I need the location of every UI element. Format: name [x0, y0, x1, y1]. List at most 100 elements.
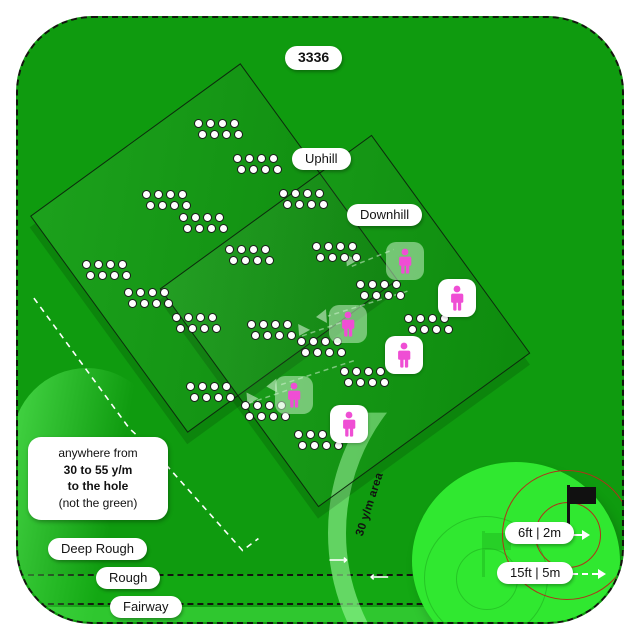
callout-line-3: to the hole: [67, 479, 129, 494]
golf-ball-icon: [324, 242, 333, 251]
golf-ball-icon: [301, 348, 310, 357]
player-marker[interactable]: [385, 336, 423, 374]
golf-ball-icon: [348, 242, 357, 251]
golf-ball-icon: [219, 224, 228, 233]
ball-cluster: [124, 288, 180, 310]
golf-ball-icon: [245, 412, 254, 421]
golf-ball-icon: [190, 393, 199, 402]
golf-ball-icon: [215, 213, 224, 222]
golf-ball-icon: [202, 393, 211, 402]
golf-ball-icon: [194, 119, 203, 128]
golf-ball-icon: [237, 165, 246, 174]
golf-ball-icon: [214, 393, 223, 402]
player-marker[interactable]: [386, 242, 424, 280]
golf-ball-icon: [191, 213, 200, 222]
golf-ball-icon: [269, 154, 278, 163]
legend-deep-rough: Deep Rough: [48, 538, 147, 561]
flag-pole: [567, 485, 570, 531]
golf-ball-icon: [444, 325, 453, 334]
golf-ball-icon: [86, 271, 95, 280]
golf-ball-icon: [364, 367, 373, 376]
golf-ball-icon: [222, 130, 231, 139]
golf-ball-icon: [82, 260, 91, 269]
golf-ball-icon: [360, 291, 369, 300]
golf-ball-icon: [352, 367, 361, 376]
golf-ball-icon: [183, 224, 192, 233]
golf-ball-icon: [94, 260, 103, 269]
golf-ball-icon: [273, 165, 282, 174]
golf-ball-icon: [122, 271, 131, 280]
corridor-arrow-right: ⟵: [370, 569, 389, 584]
golf-ball-icon: [298, 441, 307, 450]
golf-ball-icon: [313, 348, 322, 357]
golf-ball-icon: [269, 412, 278, 421]
golf-ball-icon: [261, 245, 270, 254]
golf-ball-icon: [229, 256, 238, 265]
golf-ball-icon: [98, 271, 107, 280]
golf-ball-icon: [247, 320, 256, 329]
golf-ball-icon: [249, 165, 258, 174]
golf-ball-icon: [198, 382, 207, 391]
golf-ball-icon: [279, 189, 288, 198]
golf-ball-icon: [352, 253, 361, 262]
label-uphill: Uphill: [292, 148, 351, 171]
golf-flag-icon: [559, 485, 599, 531]
ball-cluster: [194, 119, 250, 141]
ball-cluster: [294, 430, 350, 452]
player-icon: [338, 411, 360, 437]
golf-ball-icon: [253, 256, 262, 265]
callout-line-4: (not the green): [58, 495, 138, 510]
golf-ball-icon: [356, 280, 365, 289]
golf-ball-icon: [237, 245, 246, 254]
callout-line-1: anywhere from: [58, 446, 138, 460]
golf-ball-icon: [380, 378, 389, 387]
player-marker[interactable]: [438, 279, 476, 317]
golf-ball-icon: [309, 337, 318, 346]
score-badge: 3336: [285, 46, 343, 70]
golf-ball-icon: [294, 430, 303, 439]
golf-ball-icon: [124, 288, 133, 297]
golf-ball-icon: [257, 412, 266, 421]
player-marker[interactable]: [275, 376, 313, 414]
golf-ball-icon: [136, 288, 145, 297]
ball-cluster: [356, 280, 412, 302]
golf-ball-icon: [257, 154, 266, 163]
ball-cluster: [142, 190, 198, 212]
player-icon: [394, 248, 416, 274]
golf-ball-icon: [241, 256, 250, 265]
golf-ball-icon: [307, 200, 316, 209]
golf-ball-icon: [249, 245, 258, 254]
label-distance-6ft: 6ft | 2m: [505, 522, 575, 545]
ball-cluster: [225, 245, 281, 267]
player-marker[interactable]: [329, 305, 367, 343]
golf-ball-icon: [303, 189, 312, 198]
arrowhead-right-15ft: [598, 569, 606, 579]
golf-ball-icon: [306, 430, 315, 439]
golf-ball-icon: [253, 401, 262, 410]
golf-ball-icon: [287, 331, 296, 340]
golf-ball-icon: [396, 291, 405, 300]
golf-ball-icon: [184, 313, 193, 322]
golf-ball-icon: [380, 280, 389, 289]
golf-ball-icon: [275, 331, 284, 340]
player-marker[interactable]: [330, 405, 368, 443]
golf-ball-icon: [319, 200, 328, 209]
golf-ball-icon: [328, 253, 337, 262]
golf-ball-icon: [164, 299, 173, 308]
golf-ball-icon: [233, 154, 242, 163]
golf-ball-icon: [210, 382, 219, 391]
distance-ring-outer: [502, 470, 622, 600]
golf-ball-icon: [310, 441, 319, 450]
golf-ball-icon: [408, 325, 417, 334]
golf-ball-icon: [384, 291, 393, 300]
ball-cluster: [340, 367, 396, 389]
golf-ball-icon: [198, 130, 207, 139]
golf-ball-icon: [225, 245, 234, 254]
golf-ball-icon: [218, 119, 227, 128]
golf-ball-icon: [372, 291, 381, 300]
label-distance-15ft: 15ft | 5m: [497, 562, 574, 585]
ball-cluster: [186, 382, 242, 404]
golf-ball-icon: [200, 324, 209, 333]
golf-ball-icon: [128, 299, 137, 308]
golf-ball-icon: [251, 331, 260, 340]
